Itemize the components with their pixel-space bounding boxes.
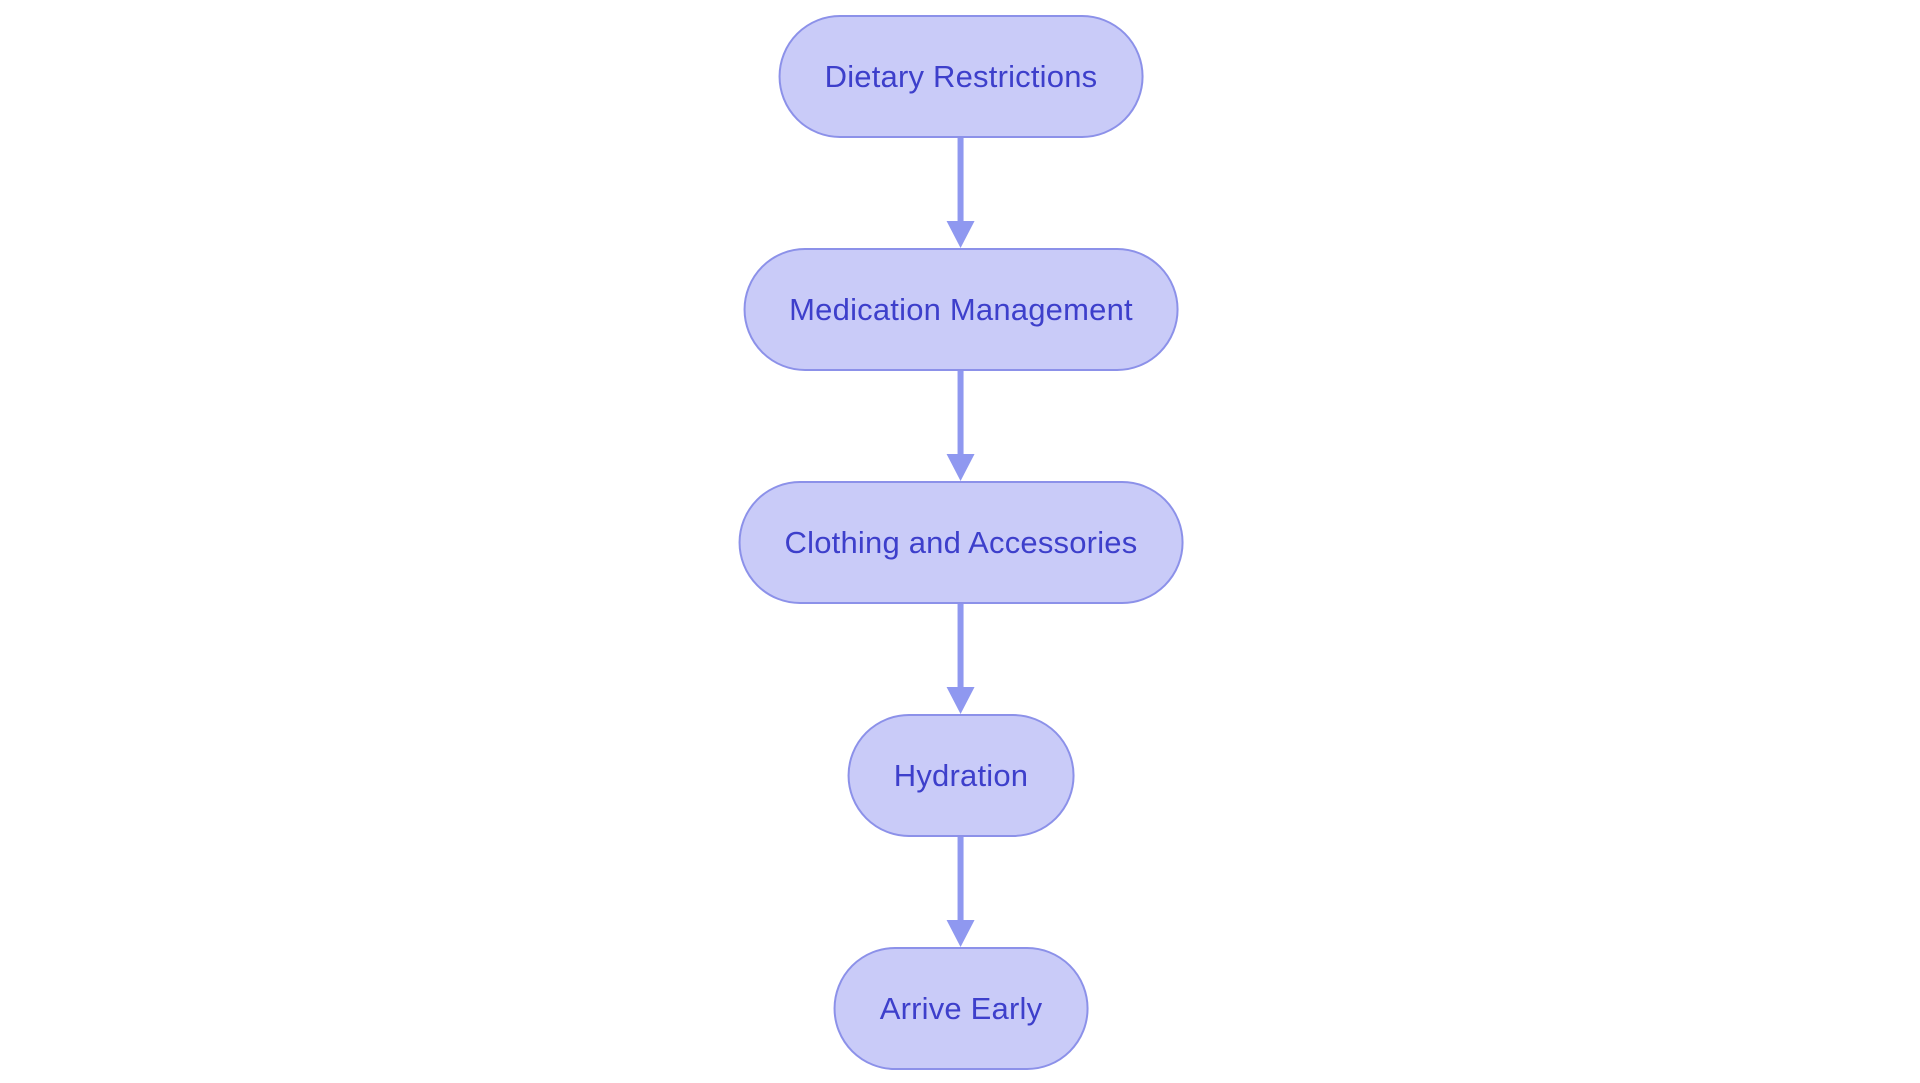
arrow-line	[957, 604, 964, 687]
edge-arrow-3	[946, 604, 975, 714]
arrow-line	[957, 138, 964, 221]
flowchart-column: Dietary Restrictions Medication Manageme…	[738, 15, 1184, 1070]
flow-node-arrive-early: Arrive Early	[833, 947, 1089, 1070]
flow-node-hydration: Hydration	[847, 714, 1075, 837]
flow-node-label: Arrive Early	[879, 990, 1043, 1026]
arrow-down-icon	[946, 221, 975, 248]
flow-node-label: Clothing and Accessories	[784, 524, 1138, 560]
arrow-down-icon	[946, 687, 975, 714]
edge-arrow-2	[946, 371, 975, 481]
flow-node-dietary-restrictions: Dietary Restrictions	[778, 15, 1144, 138]
arrow-down-icon	[946, 454, 975, 481]
arrow-line	[957, 371, 964, 454]
edge-arrow-1	[946, 138, 975, 248]
flow-node-label: Medication Management	[789, 291, 1133, 327]
flow-node-medication-management: Medication Management	[743, 248, 1179, 371]
flow-node-label: Dietary Restrictions	[824, 58, 1098, 94]
flow-node-clothing-and-accessories: Clothing and Accessories	[738, 481, 1184, 604]
edge-arrow-4	[946, 837, 975, 947]
flow-node-label: Hydration	[893, 757, 1029, 793]
arrow-line	[957, 837, 964, 920]
arrow-down-icon	[946, 920, 975, 947]
